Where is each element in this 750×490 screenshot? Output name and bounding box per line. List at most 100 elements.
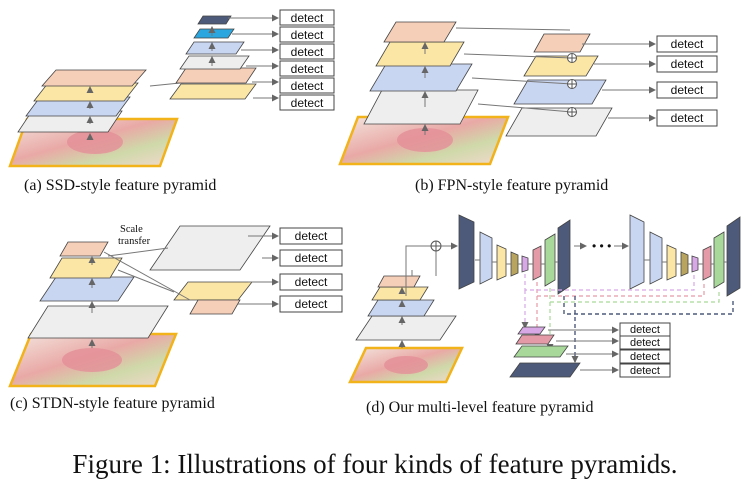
feature-layer	[193, 28, 235, 39]
feature-layer	[371, 286, 429, 301]
feature-map	[544, 233, 556, 287]
pyramid-level	[515, 334, 555, 345]
feature-layer	[355, 315, 457, 341]
detect-box: detect	[656, 55, 718, 73]
detect-box: detect	[619, 335, 671, 350]
feature-map	[557, 219, 571, 295]
pyramid-level	[509, 362, 581, 378]
sum-node	[567, 107, 577, 117]
feature-layer	[523, 55, 599, 77]
aggregation-path	[563, 296, 734, 315]
feature-layer	[41, 69, 147, 87]
feature-layer	[39, 276, 135, 302]
detect-box: detect	[279, 43, 335, 60]
feature-map	[458, 214, 475, 290]
feature-layer	[33, 82, 139, 102]
feature-layer	[505, 107, 613, 137]
detect-label: detect	[671, 37, 704, 51]
detect-label: detect	[291, 11, 324, 25]
feature-layer	[369, 63, 473, 92]
feature-map	[649, 231, 663, 285]
feature-layer	[49, 257, 123, 279]
detect-label: detect	[291, 45, 324, 59]
rose-flower	[384, 356, 428, 374]
detect-box: detect	[279, 295, 343, 313]
detect-box: detect	[279, 26, 335, 43]
panel-c-label: (c) STDN-style feature pyramid	[10, 395, 215, 412]
feature-layer	[189, 299, 241, 315]
panel-c-stdn: Scale transfer detect detect detect dete…	[8, 224, 343, 412]
rose-flower	[67, 130, 123, 154]
detect-label: detect	[291, 96, 324, 110]
detect-box: detect	[619, 349, 671, 364]
detect-label: detect	[630, 337, 660, 349]
detect-label: detect	[295, 251, 328, 265]
detect-box: detect	[656, 109, 718, 127]
detect-label: detect	[630, 365, 660, 377]
feature-layer	[533, 33, 591, 53]
panel-d-label: (d) Our multi-level feature pyramid	[366, 399, 593, 416]
feature-layer	[185, 41, 245, 55]
feature-map	[629, 214, 645, 290]
rose-flower	[397, 128, 453, 152]
ellipsis-dots: • • •	[592, 239, 611, 253]
feature-map	[521, 255, 529, 273]
feature-map	[691, 255, 699, 273]
feature-layer	[169, 83, 257, 100]
feature-layer	[27, 305, 169, 339]
scale-transfer-label: Scale	[120, 224, 143, 235]
aggregation-path	[536, 282, 705, 297]
feature-map	[726, 216, 741, 297]
feature-map	[713, 231, 725, 289]
detect-box: detect	[279, 94, 335, 111]
detect-box: detect	[279, 77, 335, 94]
detect-label: detect	[295, 275, 328, 289]
panel-a-label: (a) SSD-style feature pyramid	[24, 177, 216, 194]
feature-layer	[59, 241, 109, 257]
aggregation-path	[549, 288, 720, 303]
panel-b-label: (b) FPN-style feature pyramid	[415, 177, 608, 194]
detect-label: detect	[291, 28, 324, 42]
pyramid-level	[513, 345, 569, 358]
detect-box: detect	[279, 9, 335, 26]
detect-label: detect	[291, 79, 324, 93]
feature-map	[532, 245, 542, 281]
detect-label: detect	[295, 297, 328, 311]
rose-flower	[62, 348, 122, 372]
feature-map	[666, 244, 677, 281]
detect-label: detect	[630, 351, 660, 363]
feature-layer	[175, 67, 257, 84]
scale-transfer-label: transfer	[118, 236, 151, 247]
detect-box: detect	[619, 322, 671, 337]
feature-map	[496, 244, 507, 281]
detect-box: detect	[279, 249, 343, 267]
detect-box: detect	[656, 81, 718, 99]
sum-node	[430, 240, 442, 252]
feature-layer	[149, 225, 271, 271]
tum-block-2	[629, 214, 741, 297]
figure-caption: Figure 1: Illustrations of four kinds of…	[72, 449, 677, 479]
feature-layer	[363, 89, 479, 125]
feature-layer	[513, 79, 607, 105]
detect-label: detect	[630, 324, 660, 336]
panel-b-fpn: detect detect detect detect (b) FPN-styl…	[338, 21, 718, 194]
detect-box: detect	[279, 227, 343, 245]
detect-label: detect	[671, 111, 704, 125]
detect-label: detect	[671, 57, 704, 71]
feature-layer	[25, 96, 131, 117]
detect-label: detect	[295, 229, 328, 243]
feature-map	[479, 231, 493, 285]
tum-block-1	[458, 214, 571, 295]
detect-label: detect	[671, 83, 704, 97]
feature-layer	[179, 55, 250, 70]
panel-a-ssd: detect detect detect detect detect detec…	[8, 9, 335, 194]
feature-layer	[377, 275, 421, 288]
feature-layer	[367, 299, 435, 317]
feature-map	[680, 251, 689, 277]
feature-layer	[197, 15, 232, 25]
feature-map	[510, 251, 519, 277]
pyramid-level	[517, 326, 546, 335]
detect-box: detect	[619, 363, 671, 378]
